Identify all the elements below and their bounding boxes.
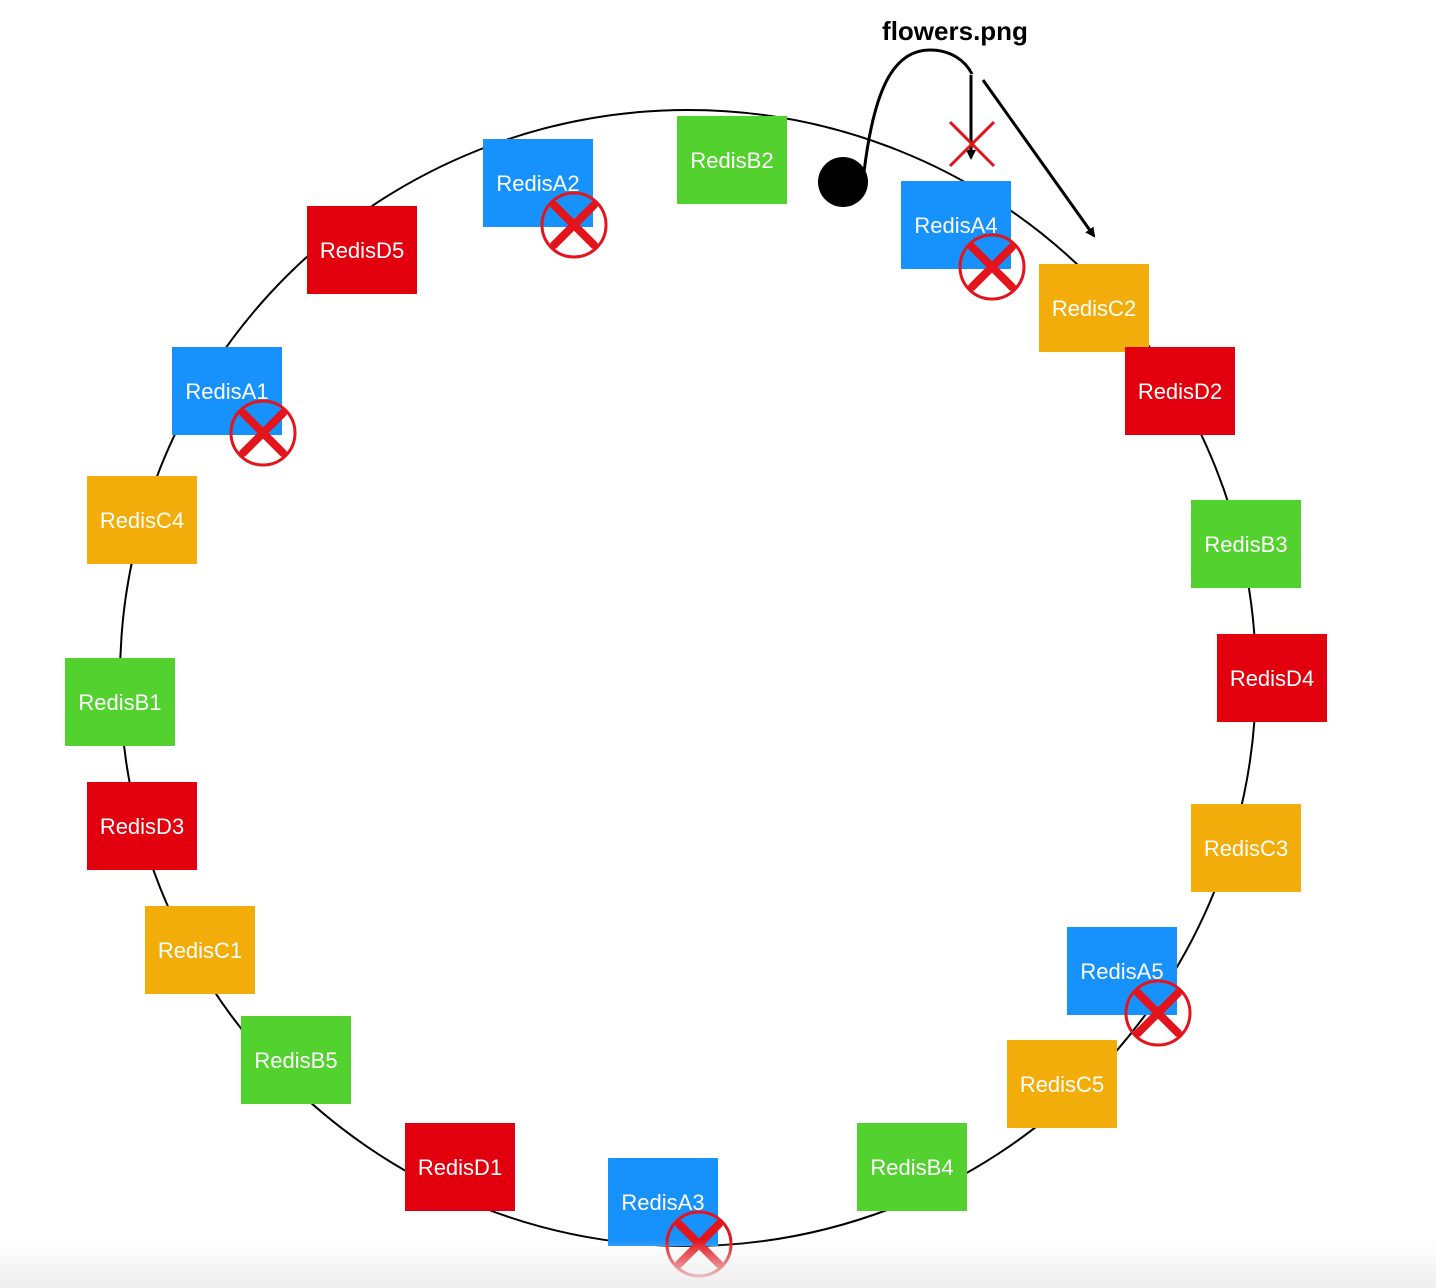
node-label: RedisA4	[914, 213, 997, 238]
failed-cross-icon	[958, 233, 1026, 301]
node-label: RedisA1	[185, 379, 268, 404]
node-box	[87, 782, 197, 870]
node-label: RedisB3	[1204, 532, 1287, 557]
node-redisb2: RedisB2	[677, 116, 787, 204]
node-redisa2: RedisA2	[483, 139, 608, 259]
node-redisb3: RedisB3	[1191, 500, 1301, 588]
node-box	[677, 116, 787, 204]
node-redisc4: RedisC4	[87, 476, 197, 564]
node-box	[483, 139, 593, 227]
node-box	[241, 1016, 351, 1104]
node-label: RedisB2	[690, 148, 773, 173]
node-box	[1217, 634, 1327, 722]
node-label: RedisA5	[1080, 959, 1163, 984]
failed-cross-icon	[1124, 979, 1192, 1047]
node-redisa4: RedisA4	[901, 181, 1026, 301]
node-label: RedisD4	[1230, 666, 1314, 691]
node-redisd1: RedisD1	[405, 1123, 515, 1211]
node-redisa5: RedisA5	[1067, 927, 1192, 1047]
node-label: RedisB1	[78, 690, 161, 715]
node-label: RedisD1	[418, 1155, 502, 1180]
key-hash-point	[818, 157, 868, 207]
redirect-arrow	[981, 79, 1096, 238]
key-connector-curve	[862, 48, 974, 173]
node-label: RedisC3	[1204, 836, 1288, 861]
node-box	[901, 181, 1011, 269]
node-box	[1067, 927, 1177, 1015]
node-redisd5: RedisD5	[307, 206, 417, 294]
node-label: RedisB4	[870, 1155, 953, 1180]
node-box	[145, 906, 255, 994]
node-redisc2: RedisC2	[1039, 264, 1149, 352]
node-box	[87, 476, 197, 564]
node-redisc3: RedisC3	[1191, 804, 1301, 892]
node-redisd4: RedisD4	[1217, 634, 1327, 722]
failed-cross-icon	[229, 399, 297, 467]
blocked-cross-icon	[948, 120, 996, 168]
node-box	[1039, 264, 1149, 352]
node-redisc5: RedisC5	[1007, 1040, 1117, 1128]
node-label: RedisC4	[100, 508, 184, 533]
node-label: RedisD5	[320, 238, 404, 263]
node-box	[1007, 1040, 1117, 1128]
node-label: RedisC1	[158, 938, 242, 963]
node-redisc1: RedisC1	[145, 906, 255, 994]
node-label: RedisB5	[254, 1048, 337, 1073]
node-box	[172, 347, 282, 435]
node-box	[405, 1123, 515, 1211]
nodes-layer: RedisB2RedisA4RedisC2RedisD2RedisB3Redis…	[65, 116, 1327, 1278]
node-redisa1: RedisA1	[172, 347, 297, 467]
node-label: RedisC2	[1052, 296, 1136, 321]
failed-cross-icon	[540, 191, 608, 259]
node-box	[1191, 500, 1301, 588]
key-caption: flowers.png	[882, 16, 1028, 46]
node-box	[857, 1123, 967, 1211]
node-box	[1125, 347, 1235, 435]
node-box	[608, 1158, 718, 1246]
node-redisd2: RedisD2	[1125, 347, 1235, 435]
node-redisa3: RedisA3	[608, 1158, 733, 1278]
node-redisb4: RedisB4	[857, 1123, 967, 1211]
node-redisb5: RedisB5	[241, 1016, 351, 1104]
node-box	[1191, 804, 1301, 892]
node-label: RedisA2	[496, 171, 579, 196]
node-label: RedisD2	[1138, 379, 1222, 404]
node-label: RedisD3	[100, 814, 184, 839]
node-redisb1: RedisB1	[65, 658, 175, 746]
node-label: RedisA3	[621, 1190, 704, 1215]
node-label: RedisC5	[1020, 1072, 1104, 1097]
node-box	[65, 658, 175, 746]
node-redisd3: RedisD3	[87, 782, 197, 870]
node-box	[307, 206, 417, 294]
